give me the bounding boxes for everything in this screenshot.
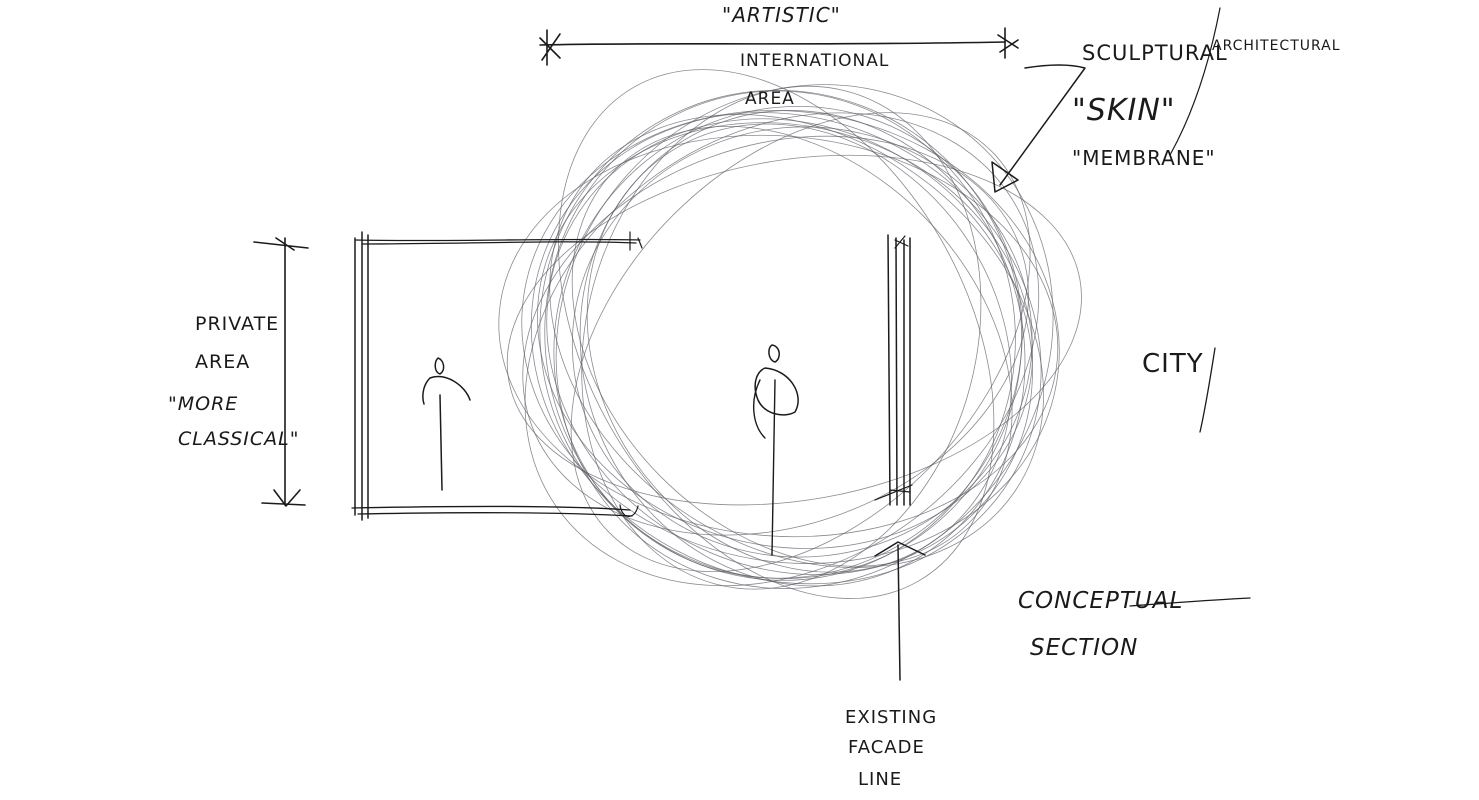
city-stroke	[1199, 347, 1216, 433]
skin-arrow	[991, 64, 1086, 193]
city-label: CITY	[1142, 349, 1204, 379]
membrane-scribble-loop	[555, 84, 1054, 589]
private-area-label: AREA	[195, 351, 250, 373]
artistic-label: "ARTISTIC"	[722, 3, 841, 27]
skin-label: "SKIN"	[1072, 93, 1176, 128]
human-figure-private	[422, 357, 471, 491]
private-area-dimension	[253, 237, 309, 507]
private-room-box	[351, 231, 643, 521]
membrane-label: "MEMBRANE"	[1072, 146, 1216, 170]
facade-label: FACADE	[848, 737, 925, 758]
private-label: PRIVATE	[195, 313, 279, 335]
facade-arrow	[874, 541, 926, 681]
membrane-scribble-loop	[549, 114, 1044, 568]
membrane-scribble-loop	[498, 134, 1059, 538]
classical-label: CLASSICAL"	[178, 428, 300, 450]
line-label: LINE	[858, 769, 902, 790]
membrane-scribble-loop	[530, 112, 1042, 585]
membrane-scribble-loop	[506, 154, 1082, 506]
sculptural-label: SCULPTURAL	[1082, 41, 1228, 65]
membrane-scribble-loop	[571, 126, 1013, 567]
international-label: INTERNATIONAL	[740, 51, 889, 71]
membrane-scribble-loop	[571, 126, 1033, 558]
membrane-scribble-loop	[539, 89, 1023, 579]
membrane-scribble-loop	[544, 90, 1016, 581]
conceptual-underline	[1129, 597, 1251, 607]
more-label: "MORE	[168, 393, 238, 415]
existing-facade-wall	[874, 234, 913, 506]
membrane-scribble-loop	[558, 69, 995, 599]
human-figure-center	[752, 344, 799, 556]
membrane-scribble-loop	[521, 110, 1060, 564]
membrane-scribble-loop	[522, 135, 1029, 536]
section-label: SECTION	[1030, 635, 1138, 661]
architectural-label: ARCHITECTURAL	[1212, 38, 1341, 54]
membrane-scribble-loop	[581, 85, 982, 590]
artistic-dimension-line	[539, 27, 1019, 66]
existing-label: EXISTING	[845, 707, 937, 728]
architectural-slash	[1169, 7, 1221, 156]
membrane-scribble-loop	[537, 122, 1033, 549]
conceptual-label: CONCEPTUAL	[1018, 588, 1183, 614]
area-label: AREA	[745, 89, 795, 109]
membrane-scribble-loop	[570, 112, 1031, 572]
